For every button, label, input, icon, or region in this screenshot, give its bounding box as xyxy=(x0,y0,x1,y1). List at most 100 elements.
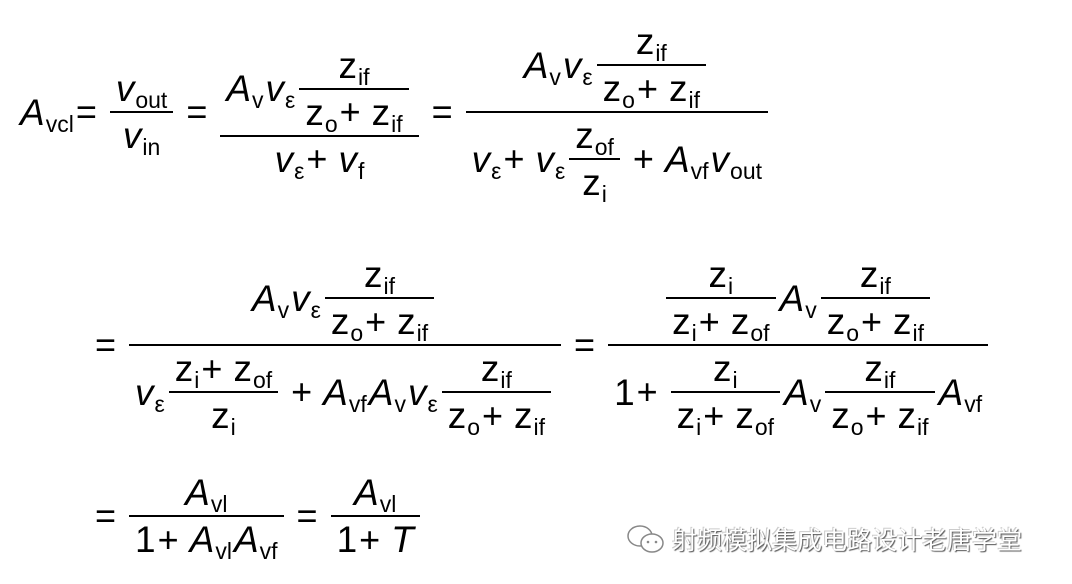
subscript: if xyxy=(883,367,896,393)
symbol-base: A xyxy=(368,371,394,413)
fraction-bar xyxy=(441,391,552,393)
symbol-base: A xyxy=(664,138,690,180)
subscript: ε xyxy=(154,390,165,417)
symbol-base: A xyxy=(233,519,259,560)
operator: + xyxy=(636,371,658,412)
operator: + xyxy=(365,300,387,342)
operator: = xyxy=(431,91,453,132)
symbol-base: z xyxy=(864,348,883,389)
operator: + xyxy=(201,347,223,389)
symbol-base: z xyxy=(582,162,601,203)
subscript: vf xyxy=(348,390,367,417)
math-symbol: T xyxy=(391,521,414,558)
subscript: of xyxy=(750,320,770,346)
fraction-bar xyxy=(569,158,620,160)
symbol-base: z xyxy=(708,254,728,295)
fraction-bar xyxy=(109,111,174,113)
denominator: 1+T xyxy=(331,517,420,558)
fraction-bar xyxy=(330,515,420,517)
subscript: out xyxy=(730,157,763,184)
operator: + xyxy=(865,394,887,436)
symbol-base: z xyxy=(826,301,846,342)
operator: = xyxy=(75,91,97,132)
subscript: v xyxy=(394,390,406,417)
subscript: if xyxy=(500,367,512,393)
subscript: o xyxy=(350,320,364,346)
fraction-bar xyxy=(820,297,931,299)
subscript: if xyxy=(357,63,370,90)
subscript: o xyxy=(467,414,480,440)
symbol-base: v xyxy=(471,138,491,180)
symbol-base: 1 xyxy=(336,519,358,560)
subscript: if xyxy=(912,320,925,346)
math-symbol: 1 xyxy=(337,521,358,558)
subscript: ε xyxy=(294,157,305,184)
subscript: v xyxy=(277,296,290,323)
symbol-base: z xyxy=(897,395,917,436)
fraction-bar xyxy=(666,297,776,299)
subscript: v xyxy=(809,390,822,417)
math-symbol: 1 xyxy=(614,374,635,411)
watermark-text: 射频模拟集成电路设计老唐学堂 xyxy=(672,527,1023,555)
subscript: vf xyxy=(964,390,983,417)
symbol-base: z xyxy=(635,21,655,62)
symbol-base: v xyxy=(265,68,285,109)
subscript: f xyxy=(357,157,365,184)
fraction-bar xyxy=(608,344,989,346)
symbol-base: z xyxy=(447,395,467,436)
symbol-base: z xyxy=(397,301,416,342)
symbol-base: z xyxy=(480,348,500,389)
operator: + xyxy=(157,518,179,560)
symbol-base: A xyxy=(189,519,215,560)
fraction-bar xyxy=(465,111,769,113)
operator: + xyxy=(860,300,883,342)
operator: + xyxy=(698,300,720,342)
symbol-base: z xyxy=(330,301,350,342)
subscript: if xyxy=(383,273,396,299)
fraction-bar xyxy=(220,134,419,137)
symbol-base: z xyxy=(575,115,594,156)
symbol-base: z xyxy=(893,301,912,342)
symbol-base: A xyxy=(251,277,277,319)
